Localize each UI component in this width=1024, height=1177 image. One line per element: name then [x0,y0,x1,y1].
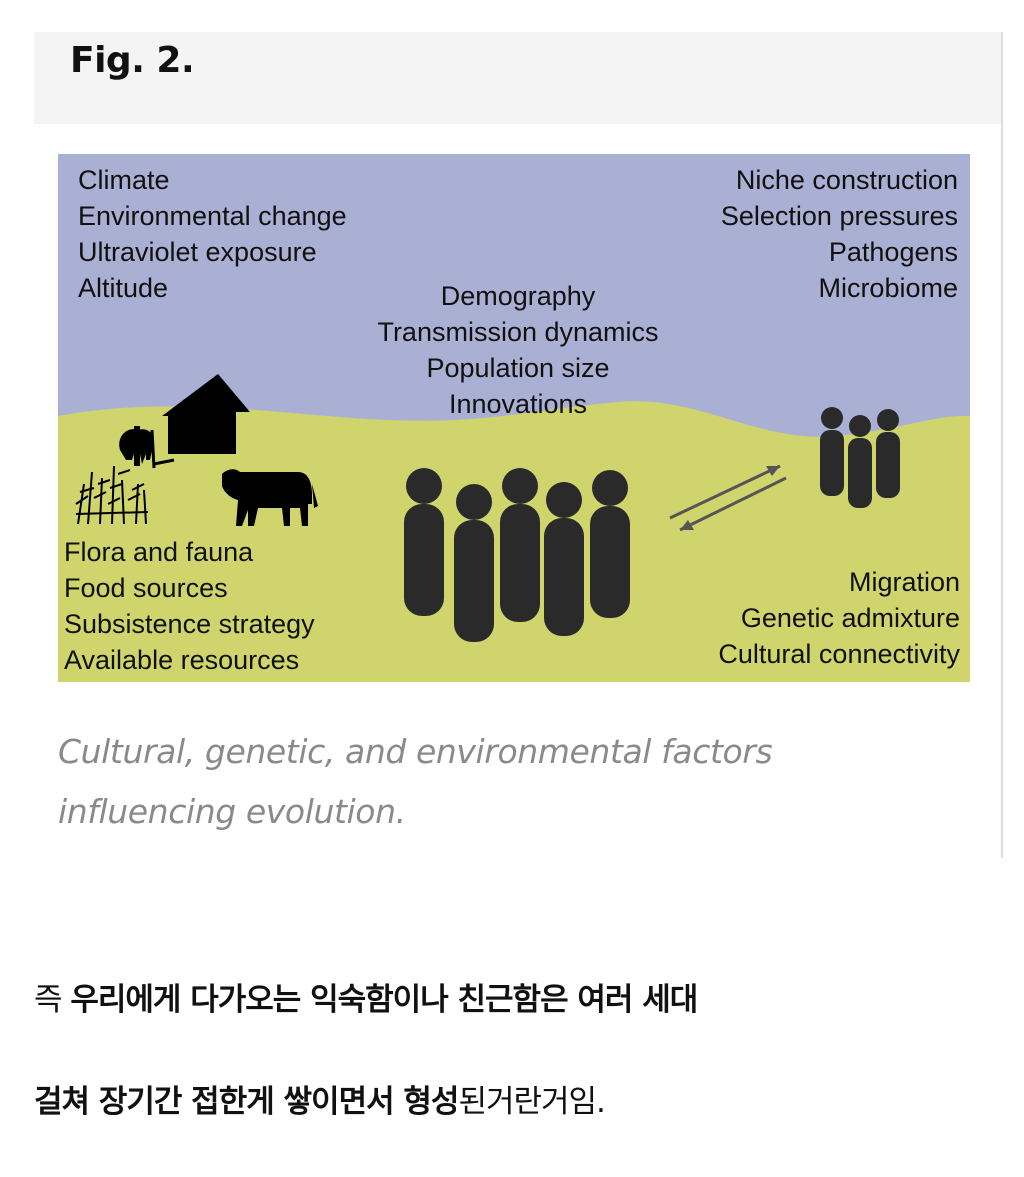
factor-label: Flora and fauna [64,537,254,567]
demography-factors-labels: Demography Transmission dynamics Populat… [308,278,728,422]
migrant-group-icon [820,407,900,508]
factor-label: Ultraviolet exposure [78,237,317,267]
factor-label: Available resources [64,645,300,675]
post-text-line-1: 즉 우리에게 다가오는 익숙함이나 친근함은 여러 세대 [34,974,698,1019]
bold-text: 우리에게 다가오는 익숙함이나 친근함은 여러 세대 [70,982,698,1018]
factor-label: Pathogens [828,237,958,267]
migration-factors-labels: Migration Genetic admixture Cultural con… [718,564,960,672]
hut-icon [162,374,250,454]
factor-label: Altitude [78,273,169,303]
wheat-sheaf-icon [119,426,155,466]
post-text-line-2: 걸쳐 장기간 접한게 쌓이면서 형성된거란거임. [34,1076,606,1121]
factor-label: Environmental change [78,201,347,231]
factor-label: Food sources [64,573,228,603]
factor-label: Microbiome [818,273,958,303]
resource-factors-labels: Flora and fauna Food sources Subsistence… [64,534,315,678]
figure-title: Fig. 2. [70,40,195,81]
selection-factors-labels: Niche construction Selection pressures P… [721,162,958,306]
factor-label: Genetic admixture [740,603,960,633]
evolution-factors-diagram: Climate Environmental change Ultraviolet… [58,154,970,682]
bold-text: 걸쳐 장기간 접한게 쌓이면서 형성 [34,1084,459,1120]
factor-label: Cultural connectivity [718,639,960,669]
scythe-icon [150,429,175,469]
factor-label: Climate [78,165,170,195]
migration-arrows-icon [669,464,787,532]
factor-label: Selection pressures [720,201,958,231]
factor-label: Migration [848,567,960,597]
population-group-icon [404,468,630,642]
plain-text: 된거란거임. [458,1084,605,1120]
corn-crops-icon [75,465,149,525]
cow-icon [222,469,318,526]
figure-caption: Cultural, genetic, and environmental fac… [58,732,773,831]
figure-card: Fig. 2. [34,32,1003,858]
factor-label: Transmission dynamics [377,317,659,347]
plain-text: 즉 [34,982,71,1018]
figure-header: Fig. 2. [34,32,1001,124]
diagram-illustration [58,154,970,682]
factor-label: Niche construction [735,165,958,195]
factor-label: Demography [440,281,596,311]
climate-factors-labels: Climate Environmental change Ultraviolet… [78,162,347,306]
factor-label: Subsistence strategy [64,609,315,639]
factor-label: Innovations [448,389,588,419]
factor-label: Population size [426,353,610,383]
